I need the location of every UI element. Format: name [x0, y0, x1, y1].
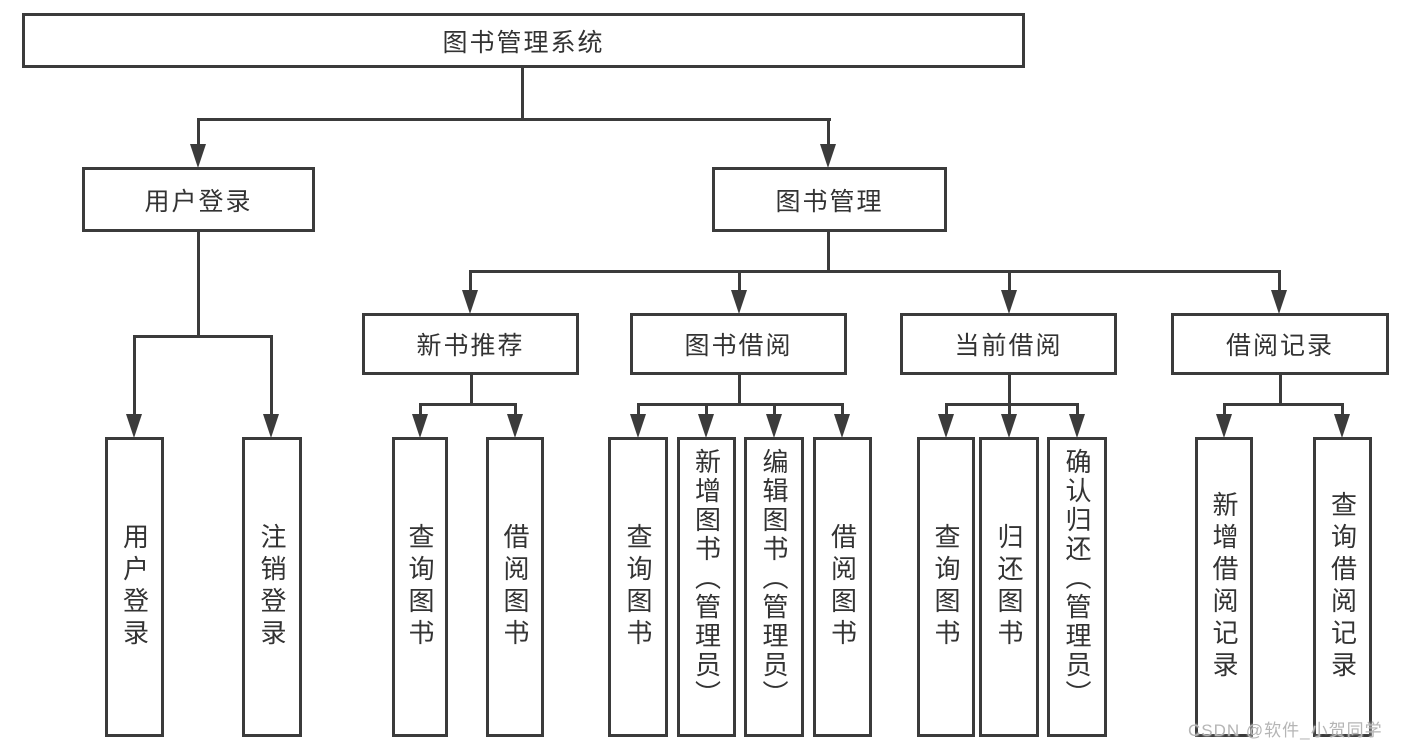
connector-line: [637, 403, 844, 406]
node-library-management-system: 图书管理系统: [22, 13, 1025, 68]
node-book-borrowing: 图书借阅: [630, 313, 847, 375]
node-new-book-recommend: 新书推荐: [362, 313, 579, 375]
connector-line: [197, 118, 831, 121]
arrow-down-icon: [766, 414, 782, 438]
connector-line: [469, 270, 1281, 273]
connector-line: [419, 403, 517, 406]
arrow-down-icon: [820, 144, 836, 168]
node-add-books-admin: 新增图书（管理员）: [677, 437, 736, 737]
arrow-down-icon: [731, 290, 747, 314]
arrow-down-icon: [126, 414, 142, 438]
node-current-borrowing: 当前借阅: [900, 313, 1117, 375]
node-return-books: 归还图书: [979, 437, 1039, 737]
arrow-down-icon: [507, 414, 523, 438]
connector-line: [1279, 373, 1282, 406]
arrow-down-icon: [938, 414, 954, 438]
connector-line: [705, 403, 708, 415]
connector-line: [469, 270, 472, 292]
arrow-down-icon: [834, 414, 850, 438]
node-query-books-1: 查询图书: [392, 437, 448, 737]
csdn-watermark: CSDN @软件_小贺同学: [1188, 721, 1383, 740]
node-edit-books-admin: 编辑图书（管理员）: [744, 437, 804, 737]
connector-line: [827, 118, 830, 146]
node-borrow-books-2: 借阅图书: [813, 437, 872, 737]
node-borrowing-records: 借阅记录: [1171, 313, 1389, 375]
node-add-borrow-record: 新增借阅记录: [1195, 437, 1253, 737]
connector-line: [738, 373, 741, 406]
arrow-down-icon: [1271, 290, 1287, 314]
connector-line: [197, 230, 200, 337]
connector-line: [270, 335, 273, 415]
connector-line: [827, 230, 830, 273]
arrow-down-icon: [1001, 290, 1017, 314]
connector-line: [521, 66, 524, 120]
connector-line: [1008, 403, 1011, 415]
node-borrow-books-1: 借阅图书: [486, 437, 544, 737]
node-query-books-2: 查询图书: [608, 437, 668, 737]
arrow-down-icon: [263, 414, 279, 438]
arrow-down-icon: [462, 290, 478, 314]
arrow-down-icon: [630, 414, 646, 438]
arrow-down-icon: [1001, 414, 1017, 438]
node-user-login-leaf: 用户登录: [105, 437, 164, 737]
node-query-borrow-record: 查询借阅记录: [1313, 437, 1372, 737]
connector-line: [1223, 403, 1226, 415]
connector-line: [945, 403, 1079, 406]
connector-line: [841, 403, 844, 415]
connector-line: [1008, 373, 1011, 406]
connector-line: [419, 403, 422, 415]
connector-line: [738, 270, 741, 292]
connector-line: [133, 335, 273, 338]
connector-line: [133, 335, 136, 415]
node-user-login: 用户登录: [82, 167, 315, 232]
arrow-down-icon: [412, 414, 428, 438]
node-query-books-3: 查询图书: [917, 437, 975, 737]
node-confirm-return-admin: 确认归还（管理员）: [1047, 437, 1107, 737]
connector-line: [1076, 403, 1079, 415]
connector-line: [1008, 270, 1011, 292]
connector-line: [773, 403, 776, 415]
connector-line: [470, 373, 473, 406]
connector-line: [514, 403, 517, 415]
arrow-down-icon: [1216, 414, 1232, 438]
node-book-management: 图书管理: [712, 167, 947, 232]
connector-line: [197, 118, 200, 146]
connector-line: [1278, 270, 1281, 292]
arrow-down-icon: [190, 144, 206, 168]
connector-line: [945, 403, 948, 415]
connector-line: [1341, 403, 1344, 415]
arrow-down-icon: [698, 414, 714, 438]
arrow-down-icon: [1334, 414, 1350, 438]
node-logout: 注销登录: [242, 437, 302, 737]
connector-line: [1223, 403, 1344, 406]
connector-line: [637, 403, 640, 415]
arrow-down-icon: [1069, 414, 1085, 438]
